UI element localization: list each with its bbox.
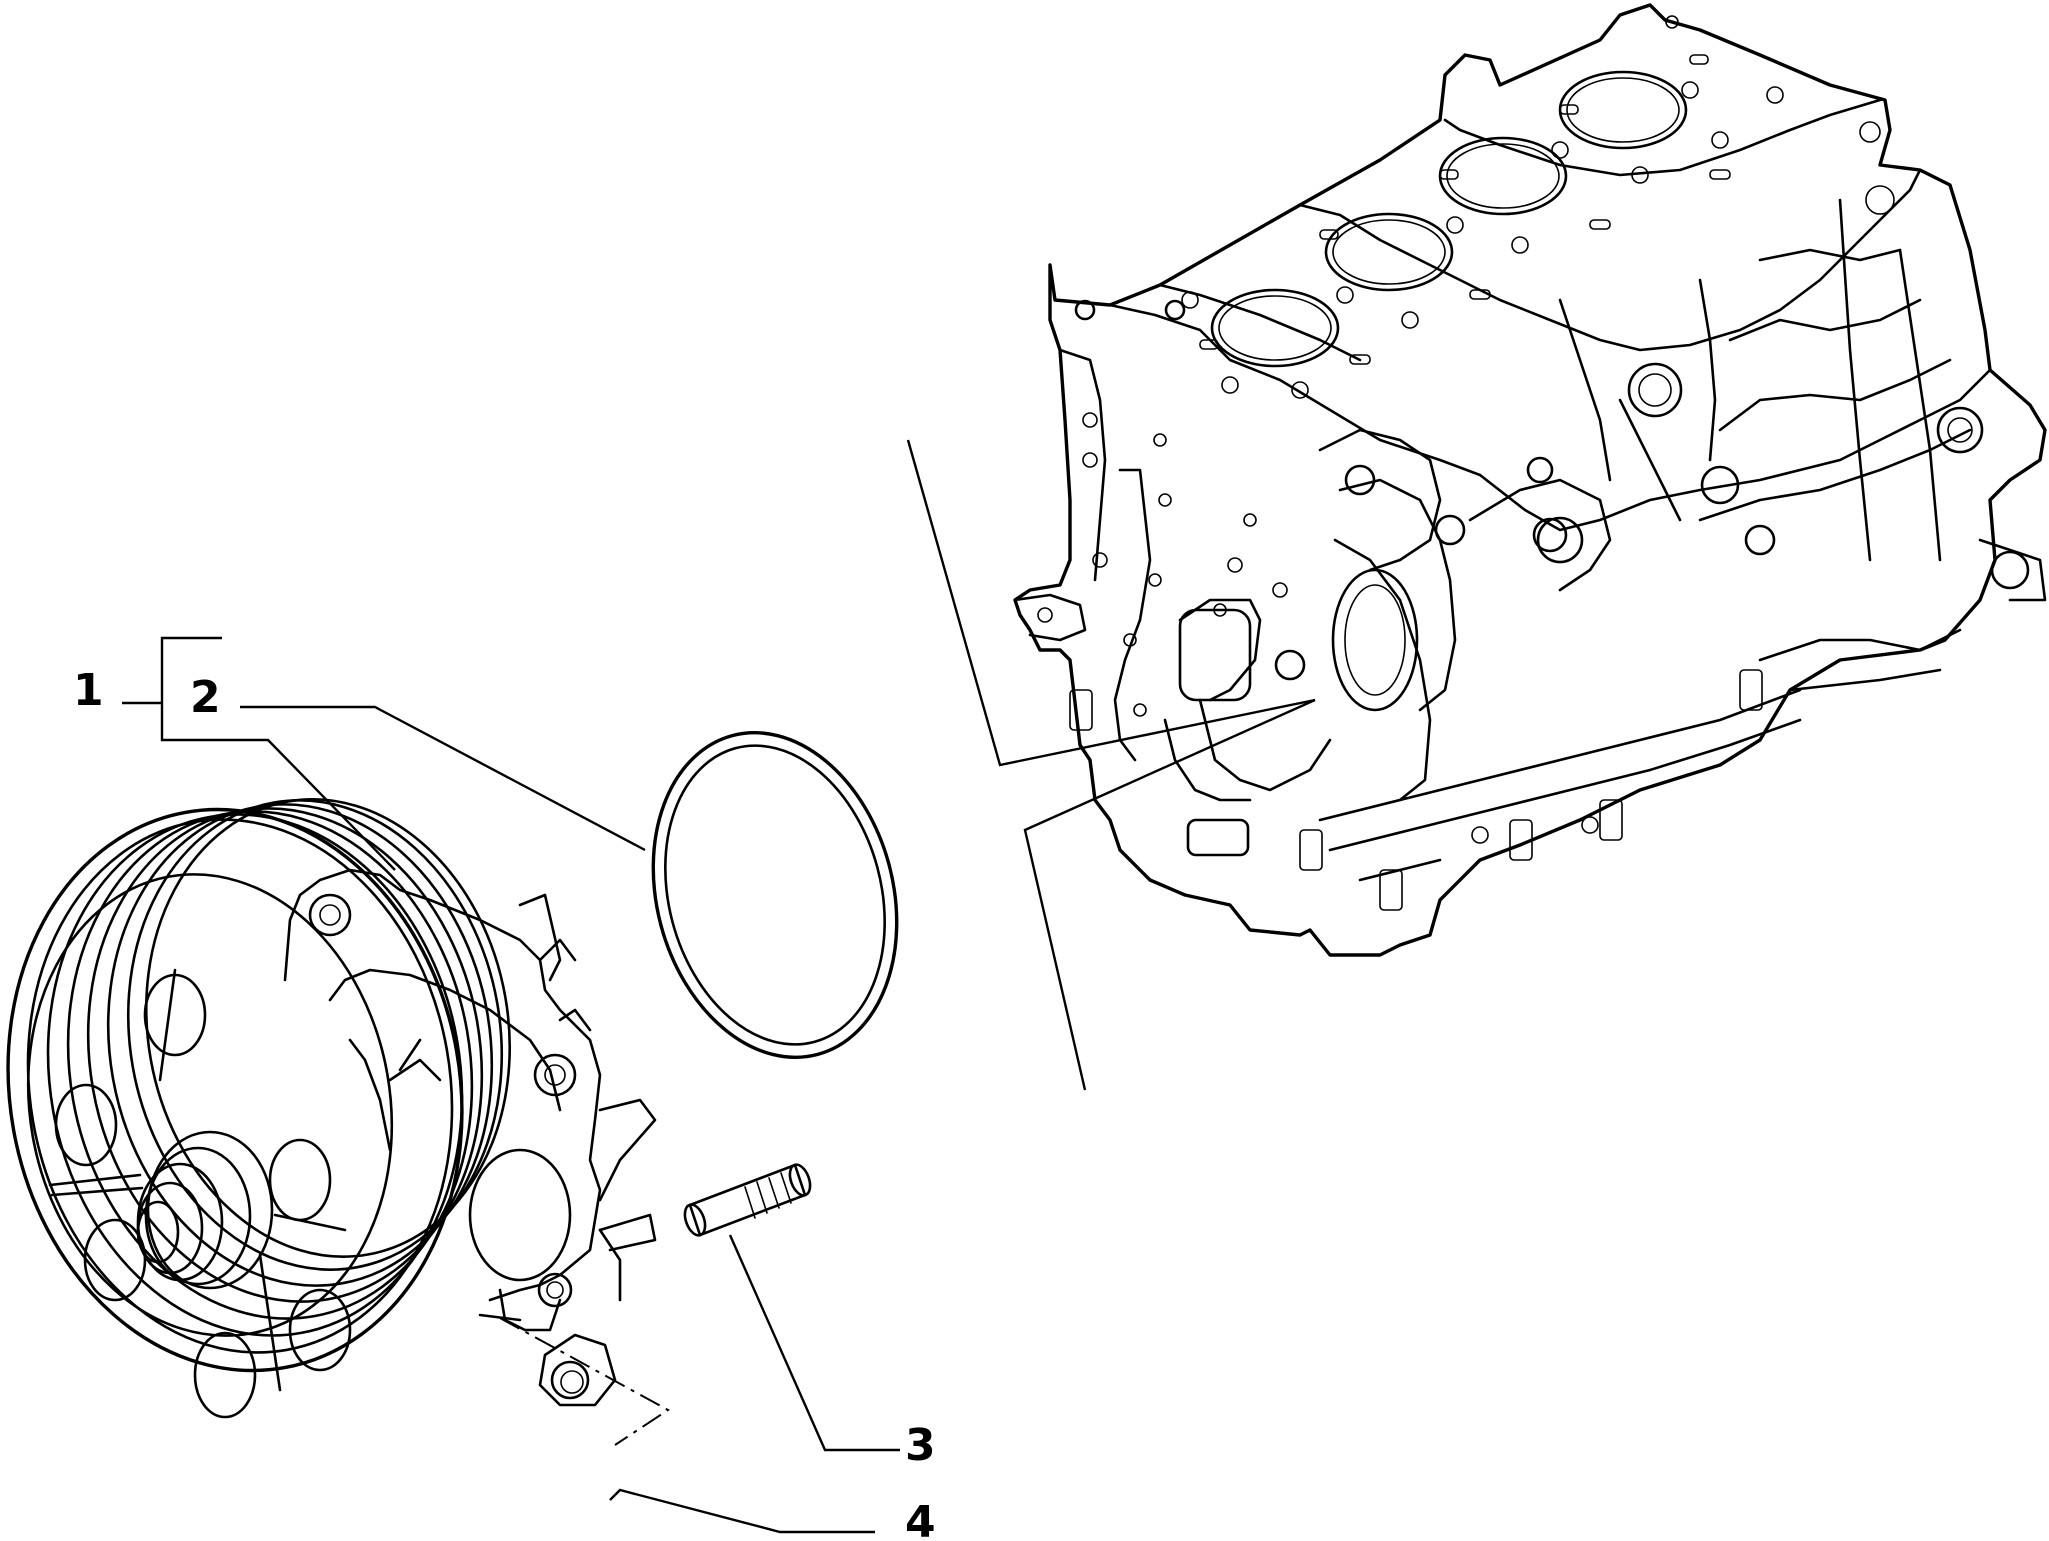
callout-2: 2 xyxy=(190,672,221,723)
assembly-lines xyxy=(499,439,1316,1446)
hex-nut-drawing xyxy=(538,1333,617,1407)
engine-block-drawing xyxy=(1013,3,2047,957)
leader-lines xyxy=(122,636,900,1534)
callout-3: 3 xyxy=(905,1420,936,1471)
water-pump-drawing xyxy=(6,798,657,1419)
callout-1: 1 xyxy=(73,665,104,716)
callout-4: 4 xyxy=(905,1497,936,1541)
o-ring-gasket-drawing xyxy=(651,731,899,1059)
stud-bolt-drawing xyxy=(683,1163,812,1237)
